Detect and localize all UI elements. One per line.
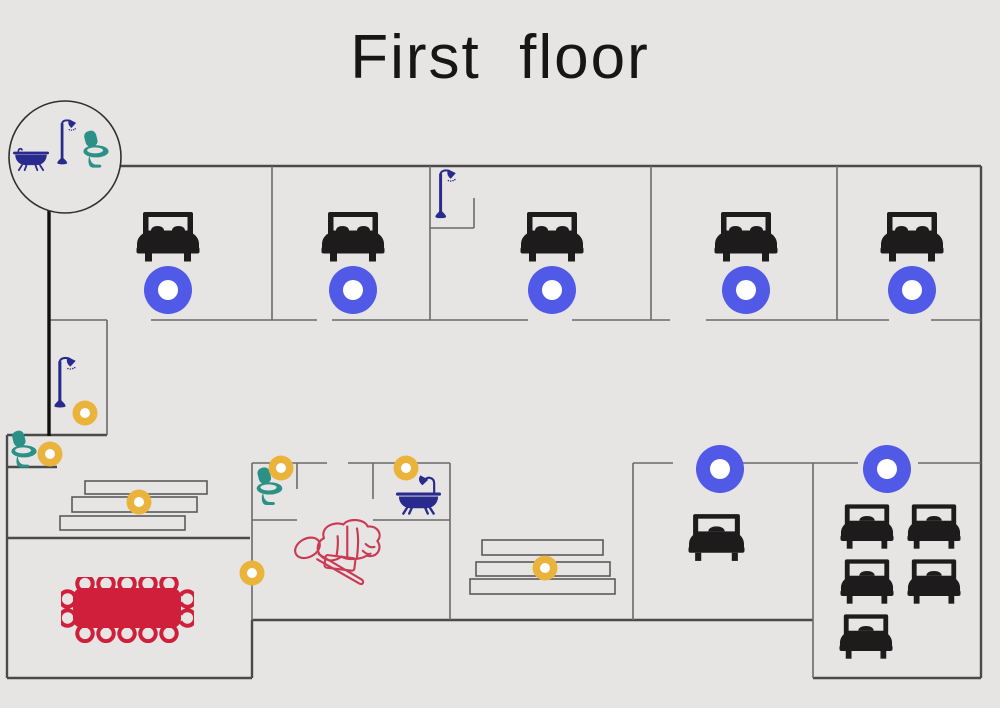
marker-yellow-icon xyxy=(393,455,419,481)
walls-layer xyxy=(5,164,983,680)
marker-blue-icon xyxy=(888,266,936,314)
marker-blue-icon xyxy=(696,445,744,493)
marker-center xyxy=(276,463,286,473)
bathtub-shower-icon xyxy=(395,474,442,515)
marker-blue-icon xyxy=(528,266,576,314)
marker-center xyxy=(736,280,756,300)
marker-center xyxy=(902,280,922,300)
furniture-layer xyxy=(11,118,961,659)
marker-center xyxy=(542,280,562,300)
single-bed-icon xyxy=(840,559,894,604)
chef-hat-whisk-art xyxy=(291,519,381,586)
single-bed-icon xyxy=(688,514,745,561)
double-bed-icon xyxy=(880,212,944,262)
double-bed-icon xyxy=(520,212,584,262)
dining-table xyxy=(61,577,194,643)
marker-blue-icon xyxy=(722,266,770,314)
marker-yellow-icon xyxy=(268,455,294,481)
markers-layer xyxy=(37,266,936,586)
legend-bubble-circle xyxy=(8,100,122,214)
page-title: First floor xyxy=(350,23,650,92)
marker-center xyxy=(877,459,897,479)
marker-center xyxy=(134,497,144,507)
double-bed-icon xyxy=(714,212,778,262)
shower-icon xyxy=(434,168,457,220)
marker-center xyxy=(540,563,550,573)
double-bed-icon xyxy=(136,212,200,262)
single-bed-icon xyxy=(907,559,961,604)
marker-yellow-icon xyxy=(72,400,98,426)
marker-yellow-icon xyxy=(126,489,152,515)
marker-blue-icon xyxy=(329,266,377,314)
marker-yellow-icon xyxy=(532,555,558,581)
stair-step xyxy=(469,578,616,595)
marker-center xyxy=(158,280,178,300)
stair-step xyxy=(59,515,186,531)
double-bed-icon xyxy=(321,212,385,262)
marker-center xyxy=(80,408,90,418)
marker-blue-icon xyxy=(863,445,911,493)
shower-icon xyxy=(53,355,77,409)
single-bed-icon xyxy=(839,614,893,659)
marker-blue-icon xyxy=(144,266,192,314)
marker-yellow-icon xyxy=(37,441,63,467)
marker-yellow-icon xyxy=(239,560,265,586)
legend-bubble xyxy=(8,100,122,214)
single-bed-icon xyxy=(840,504,894,549)
single-bed-icon xyxy=(907,504,961,549)
stair-step xyxy=(481,539,604,556)
marker-center xyxy=(247,568,257,578)
marker-center xyxy=(45,449,55,459)
marker-center xyxy=(710,459,730,479)
marker-center xyxy=(401,463,411,473)
marker-center xyxy=(343,280,363,300)
